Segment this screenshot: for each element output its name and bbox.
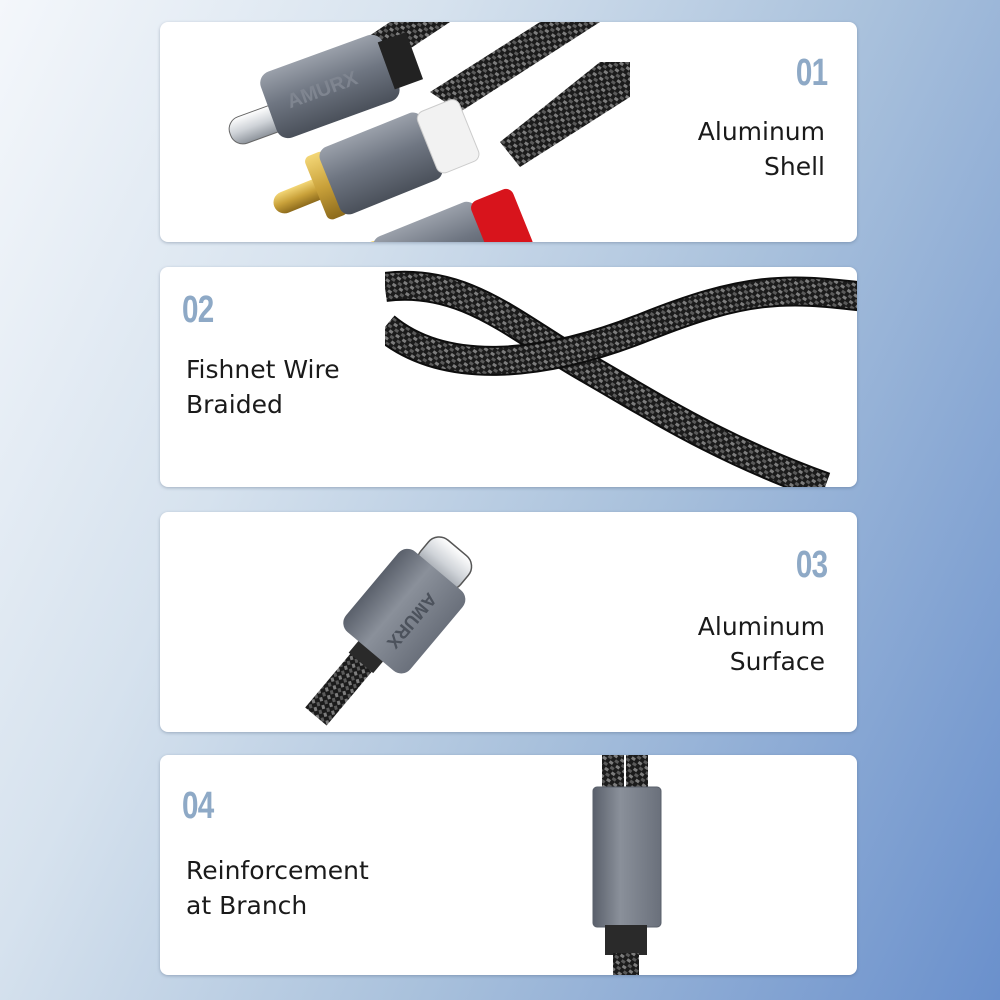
feature-title-line: Reinforcement — [186, 856, 369, 885]
feature-title-line: at Branch — [186, 891, 308, 920]
feature-title-line: Fishnet Wire — [186, 355, 340, 384]
feature-card-aluminum-surface: AMURX 03 Aluminum Surface — [160, 512, 857, 732]
feature-card-reinforcement-branch: 04 Reinforcement at Branch — [160, 755, 857, 975]
usb-c-rca-cable-image: AMURX — [228, 22, 630, 242]
feature-number: 02 — [182, 289, 214, 331]
feature-title: Reinforcement at Branch — [186, 853, 369, 923]
feature-title: Fishnet Wire Braided — [186, 352, 340, 422]
feature-card-fishnet-braided: 02 Fishnet Wire Braided — [160, 267, 857, 487]
cable-branch-splitter-image — [592, 755, 662, 975]
feature-title-line: Aluminum — [697, 612, 825, 641]
feature-card-aluminum-shell: AMURX 01 Aluminum Shell — [160, 22, 857, 242]
feature-title: Aluminum Surface — [698, 609, 825, 679]
feature-title-line: Braided — [186, 390, 283, 419]
feature-number: 01 — [795, 52, 828, 94]
feature-title-line: Surface — [729, 647, 825, 676]
feature-title-line: Shell — [764, 152, 825, 181]
feature-title: Aluminum Shell — [698, 114, 825, 184]
usb-c-connector-image: AMURX — [305, 536, 473, 726]
feature-title-line: Aluminum — [697, 117, 825, 146]
braided-cable-image — [385, 270, 857, 487]
feature-number: 03 — [795, 544, 828, 586]
feature-number: 04 — [182, 785, 214, 827]
